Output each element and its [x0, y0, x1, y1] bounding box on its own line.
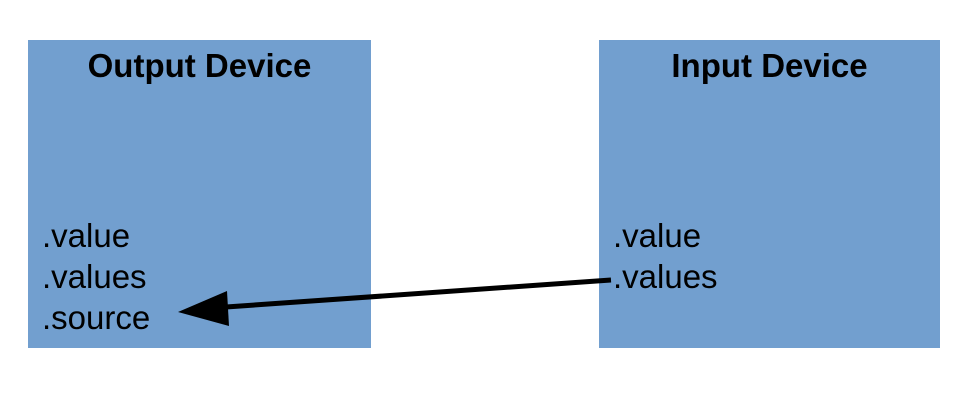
input-device-properties: .value .values: [613, 215, 718, 297]
output-property-value: .value: [42, 217, 131, 254]
input-property-value: .value: [613, 217, 702, 254]
input-device-box: Input Device .value .values: [599, 40, 940, 348]
output-device-title: Output Device: [87, 47, 312, 84]
input-property-values: .values: [613, 258, 718, 295]
output-property-source: .source: [42, 299, 151, 336]
input-device-title: Input Device: [671, 47, 868, 84]
output-device-properties: .value .values .source: [42, 215, 150, 338]
output-device-box: Output Device .value .values .source: [28, 40, 371, 348]
output-property-values: .values: [42, 258, 147, 295]
